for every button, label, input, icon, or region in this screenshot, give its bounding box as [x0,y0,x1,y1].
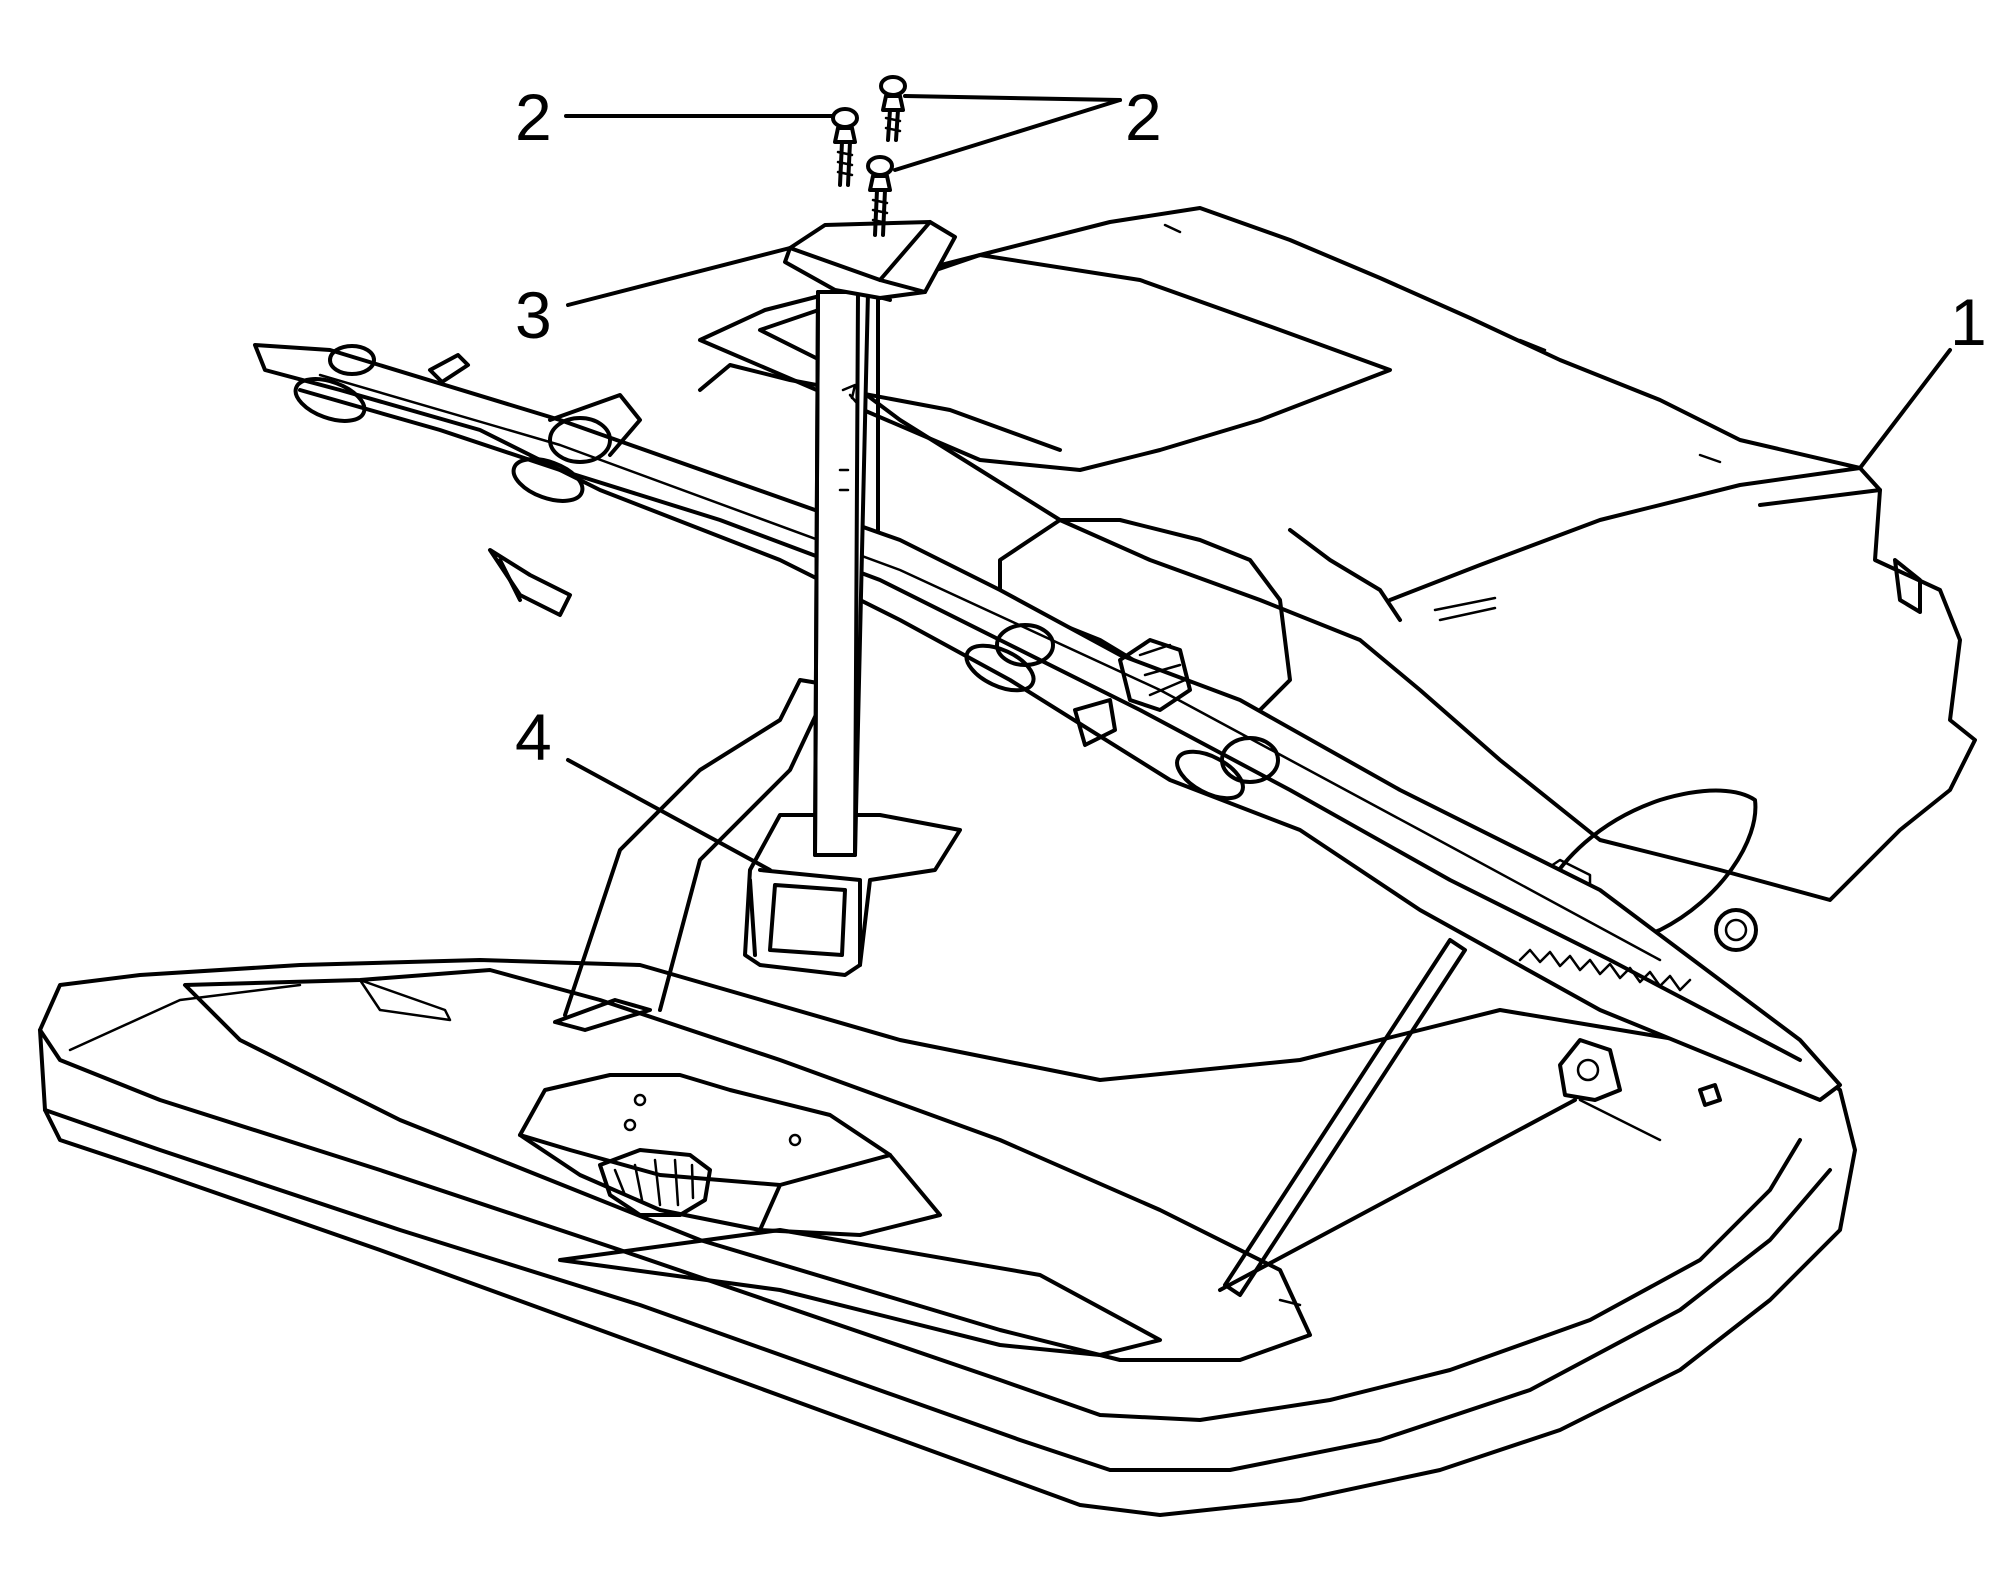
leader-2-right-b [893,98,1122,172]
leader-4 [566,758,772,872]
screw-right-top [879,75,907,142]
screws-part-2 [831,75,907,237]
leader-1 [1858,348,1952,470]
callout-1: 1 [1950,285,1987,359]
callout-2-left: 2 [515,80,552,154]
screw-right-bottom [866,155,894,237]
check-strap-part-3 [783,220,957,857]
callout-3: 3 [515,278,552,352]
housing-part-1 [758,206,1977,952]
bracket-part-4 [563,678,962,1017]
latch-handle [598,1148,712,1217]
callout-2-right: 2 [1125,80,1162,154]
screw-left [831,107,859,187]
leader-2-right-a [903,94,1122,102]
door-flange [253,343,1842,1102]
lower-door-tray [38,938,1857,1517]
callout-4: 4 [515,700,552,774]
leader-lines [564,94,1952,872]
leader-3 [566,246,792,307]
